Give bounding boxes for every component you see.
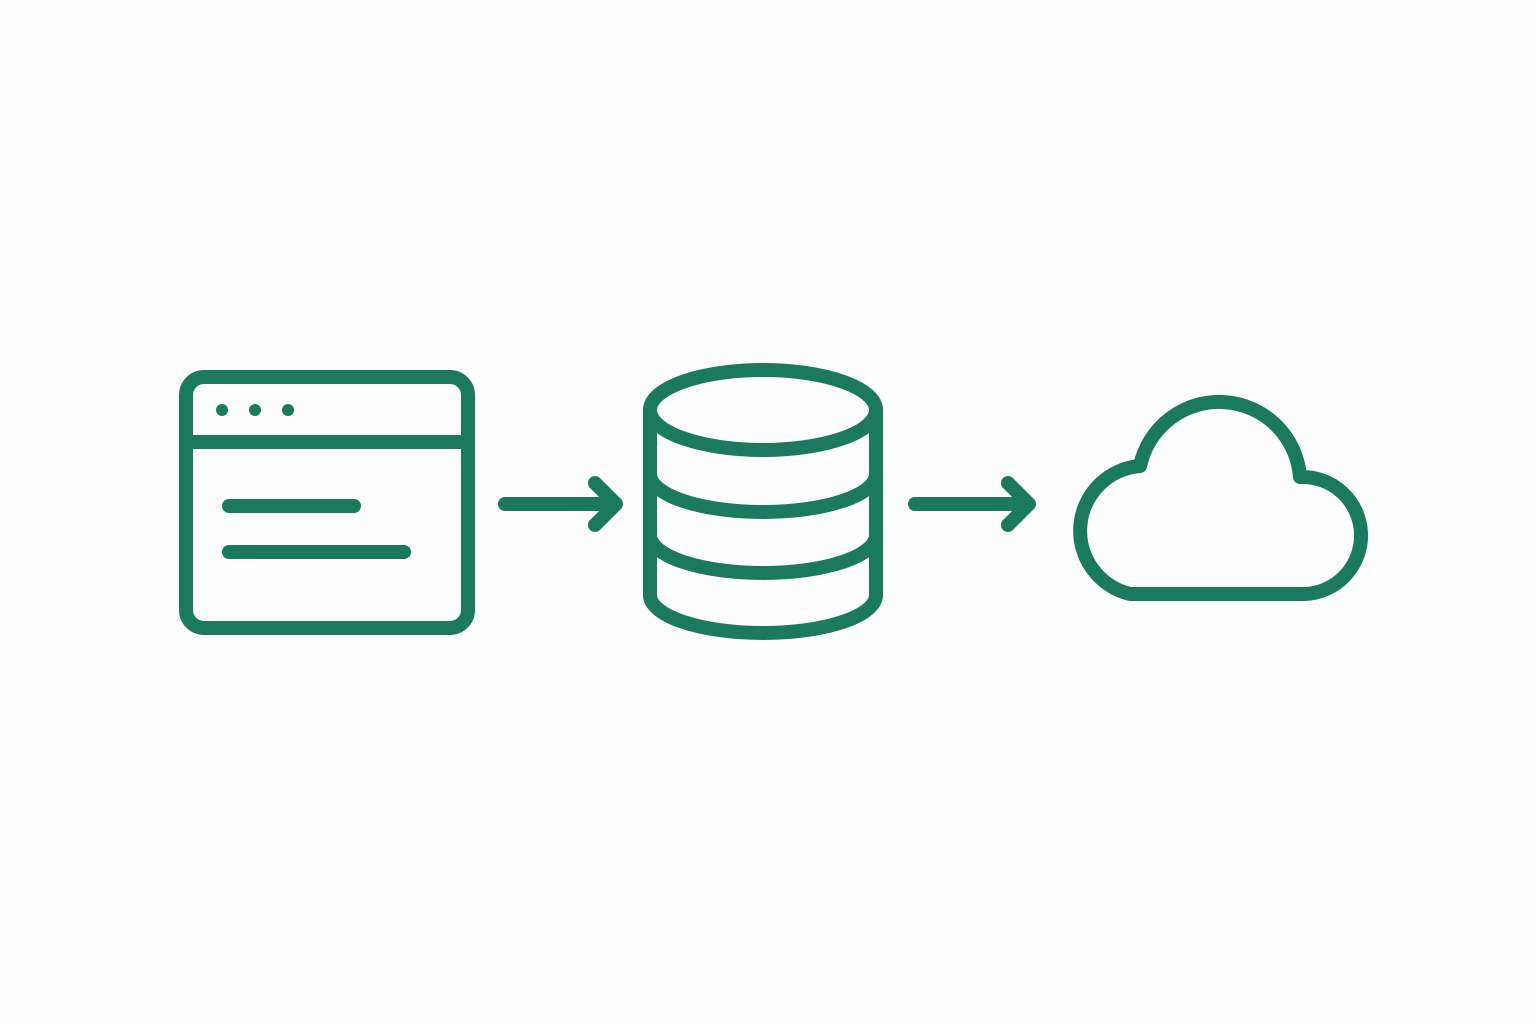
arrow-right-icon <box>908 476 1036 532</box>
window-dot <box>249 404 261 416</box>
window-dot <box>282 404 294 416</box>
arrow-right-icon <box>498 476 623 532</box>
cloud-icon <box>1073 394 1369 601</box>
database-icon <box>643 363 883 640</box>
browser-window-icon <box>179 370 475 635</box>
window-dot <box>216 404 228 416</box>
